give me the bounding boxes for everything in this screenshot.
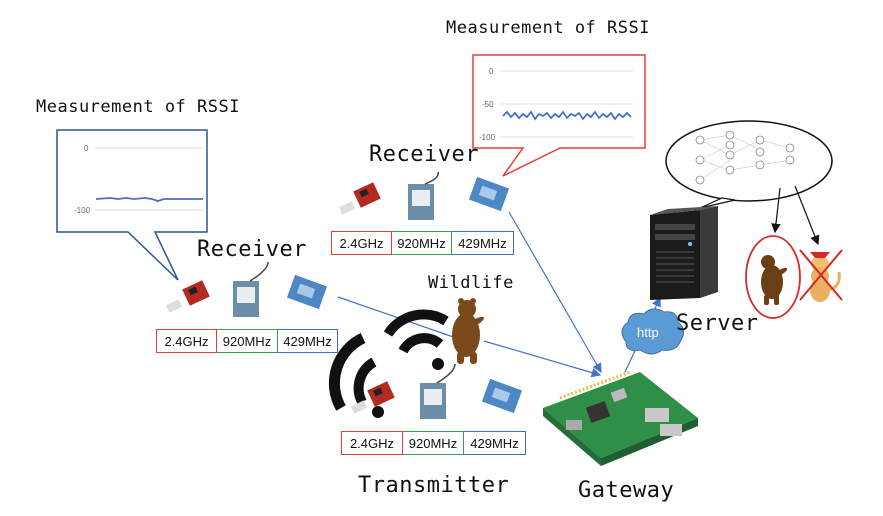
server-label: Server [676, 311, 759, 336]
receiver-left-bands: 2.4GHz 920MHz 429MHz [156, 329, 338, 353]
band-2-4ghz: 2.4GHz [331, 231, 392, 255]
radio-module-429-icon [286, 274, 328, 310]
rssi-left-tick-100: -100 [74, 206, 91, 215]
transmitter-bands: 2.4GHz 920MHz 429MHz [341, 431, 526, 455]
receiver-left-devices [165, 261, 328, 317]
rssi-top-tick-50: -50 [482, 100, 494, 109]
receiver-top-label: Receiver [369, 142, 479, 167]
rssi-left-tick-0: 0 [84, 144, 89, 153]
arrow-wildlife-to-gateway [483, 340, 602, 378]
usb-dongle-icon [350, 381, 395, 414]
gateway-label: Gateway [578, 478, 675, 503]
wifi-icon-upper [383, 309, 449, 370]
rssi-top-tick-100: -100 [479, 133, 496, 142]
band-2-4ghz: 2.4GHz [156, 329, 217, 353]
band-920mhz: 920MHz [392, 231, 452, 255]
neural-network-icon [699, 134, 791, 181]
http-label: http [637, 325, 659, 340]
transmitter-devices [350, 363, 523, 419]
radio-module-920-icon [233, 261, 269, 317]
arrow-nn-to-monkey [794, 185, 820, 246]
bear-icon [452, 298, 484, 364]
transmitter-label: Transmitter [358, 473, 510, 498]
rssi-top-tick-0: 0 [489, 67, 494, 76]
band-429mhz: 429MHz [464, 431, 526, 455]
gateway-board-icon [543, 370, 698, 466]
rssi-top-trace [502, 110, 632, 121]
usb-dongle-icon [338, 182, 381, 215]
rssi-top-title: Measurement of RSSI [446, 18, 650, 38]
server-icon [650, 206, 718, 300]
arrow-receiver-top-to-gateway [508, 211, 602, 374]
radio-module-920-icon [408, 171, 439, 220]
receiver-top-devices [338, 171, 510, 220]
band-2-4ghz: 2.4GHz [341, 431, 403, 455]
arrow-nn-to-bear [771, 187, 781, 234]
monkey-rejected-icon [799, 249, 843, 302]
usb-dongle-icon [165, 280, 210, 313]
wildlife-label: Wildlife [428, 273, 514, 293]
rssi-callout-top: 0 -50 -100 [472, 54, 646, 177]
rssi-left-trace [95, 197, 203, 202]
radio-module-920-icon [420, 363, 456, 419]
radio-module-429-icon [481, 378, 523, 414]
rssi-left-title: Measurement of RSSI [36, 97, 240, 117]
band-920mhz: 920MHz [217, 329, 278, 353]
rssi-callout-left: 0 -100 [56, 129, 208, 281]
band-429mhz: 429MHz [278, 329, 338, 353]
http-cloud: http [621, 308, 684, 355]
receiver-top-bands: 2.4GHz 920MHz 429MHz [331, 231, 514, 255]
band-920mhz: 920MHz [403, 431, 464, 455]
receiver-left-label: Receiver [197, 237, 307, 262]
bear-detected-icon [745, 235, 801, 319]
radio-module-429-icon [468, 176, 510, 212]
wifi-icon-lower [328, 333, 384, 418]
neural-network-bubble [665, 120, 833, 209]
band-429mhz: 429MHz [452, 231, 514, 255]
